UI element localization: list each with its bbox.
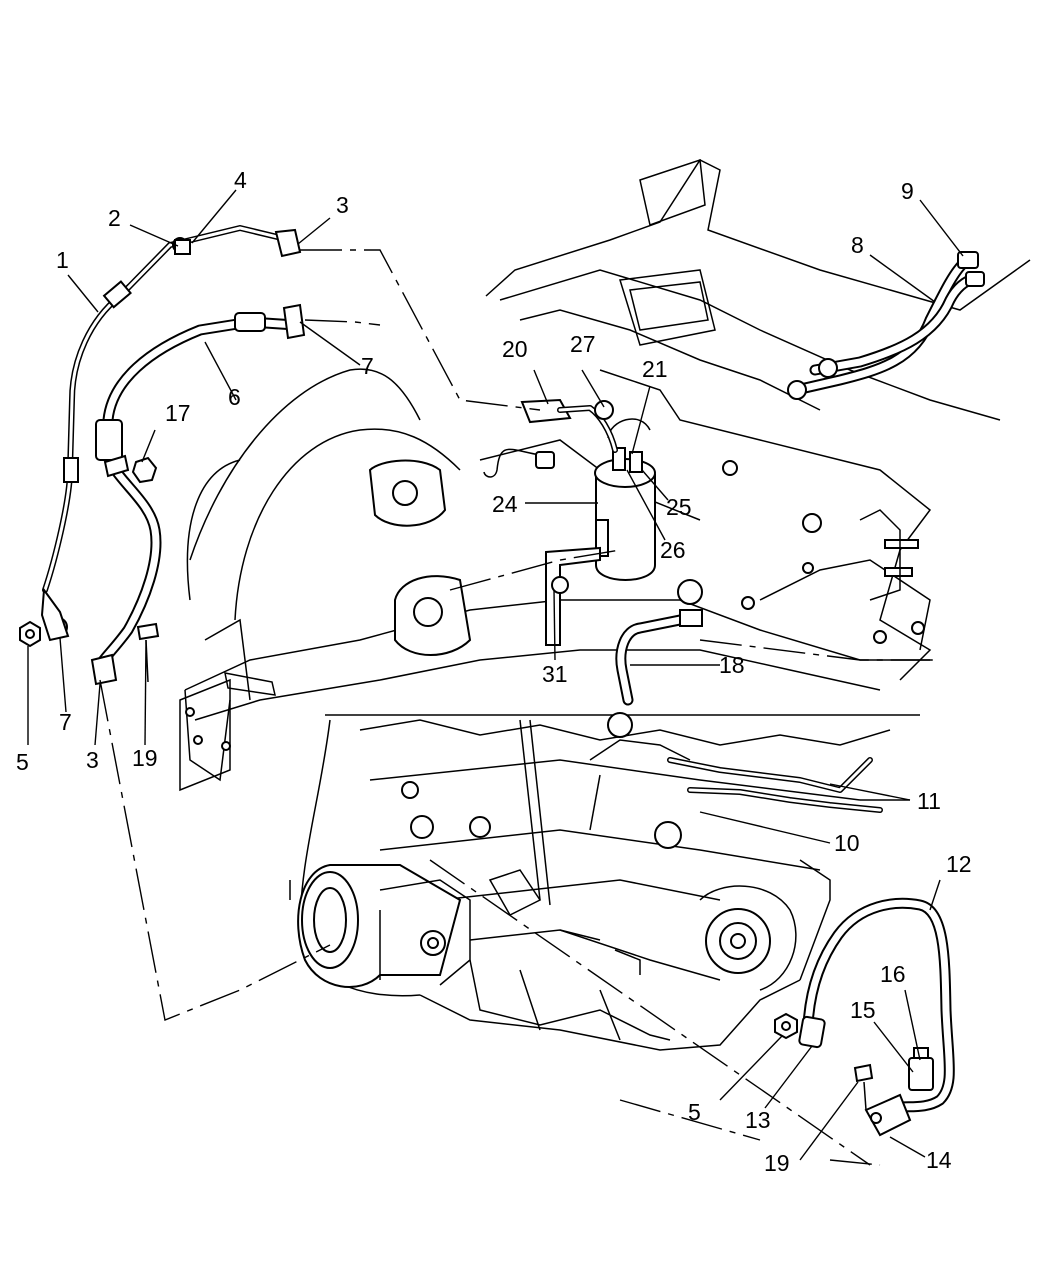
callout-7-left: 7: [59, 709, 72, 735]
callout-5-left: 5: [16, 749, 29, 775]
receiver-drier-canister: [545, 418, 656, 646]
pressure-switch-line: [483, 398, 618, 478]
callout-1: 1: [56, 247, 69, 273]
callout-8: 8: [851, 232, 864, 258]
body-structure: [179, 158, 1031, 792]
routing-phantom-lines: [99, 249, 935, 1166]
callout-4: 4: [234, 167, 247, 193]
callout-7-top: 7: [361, 353, 374, 379]
engine-lines: [589, 739, 883, 831]
callout-26: 26: [660, 537, 686, 563]
callout-31: 31: [542, 661, 568, 687]
callout-5-lower: 5: [688, 1099, 701, 1125]
leader-lines: [27, 189, 964, 1161]
callout-15: 15: [850, 997, 876, 1023]
callout-6: 6: [228, 384, 241, 410]
callout-labels: 1 2 4 3 6 7 17 20 27 21 24 25 26 31 18 9…: [16, 167, 972, 1176]
callout-11: 11: [917, 788, 941, 814]
callout-13: 13: [745, 1107, 771, 1133]
callout-2: 2: [108, 205, 121, 231]
callout-3-left: 3: [86, 747, 99, 773]
callout-19-left: 19: [132, 745, 158, 771]
callout-14: 14: [926, 1147, 952, 1173]
callout-3-top: 3: [336, 192, 349, 218]
callout-19-lower: 19: [764, 1150, 790, 1176]
callout-17: 17: [165, 400, 191, 426]
callout-10: 10: [834, 830, 860, 856]
callout-20: 20: [502, 336, 528, 362]
engine-assembly: [289, 712, 920, 1051]
callout-21: 21: [642, 356, 668, 382]
heater-hose: [787, 251, 985, 400]
callout-9: 9: [901, 178, 914, 204]
drain-hose: [615, 609, 703, 706]
hardware: [19, 239, 874, 1111]
callout-12: 12: [946, 851, 972, 877]
callout-24: 24: [492, 491, 518, 517]
suction-line: [90, 303, 306, 686]
callout-27: 27: [570, 331, 596, 357]
callout-18: 18: [719, 652, 745, 678]
callout-25: 25: [666, 494, 692, 520]
liquid-line: [798, 897, 955, 1137]
discharge-line: [40, 225, 302, 642]
callout-16: 16: [880, 961, 906, 987]
